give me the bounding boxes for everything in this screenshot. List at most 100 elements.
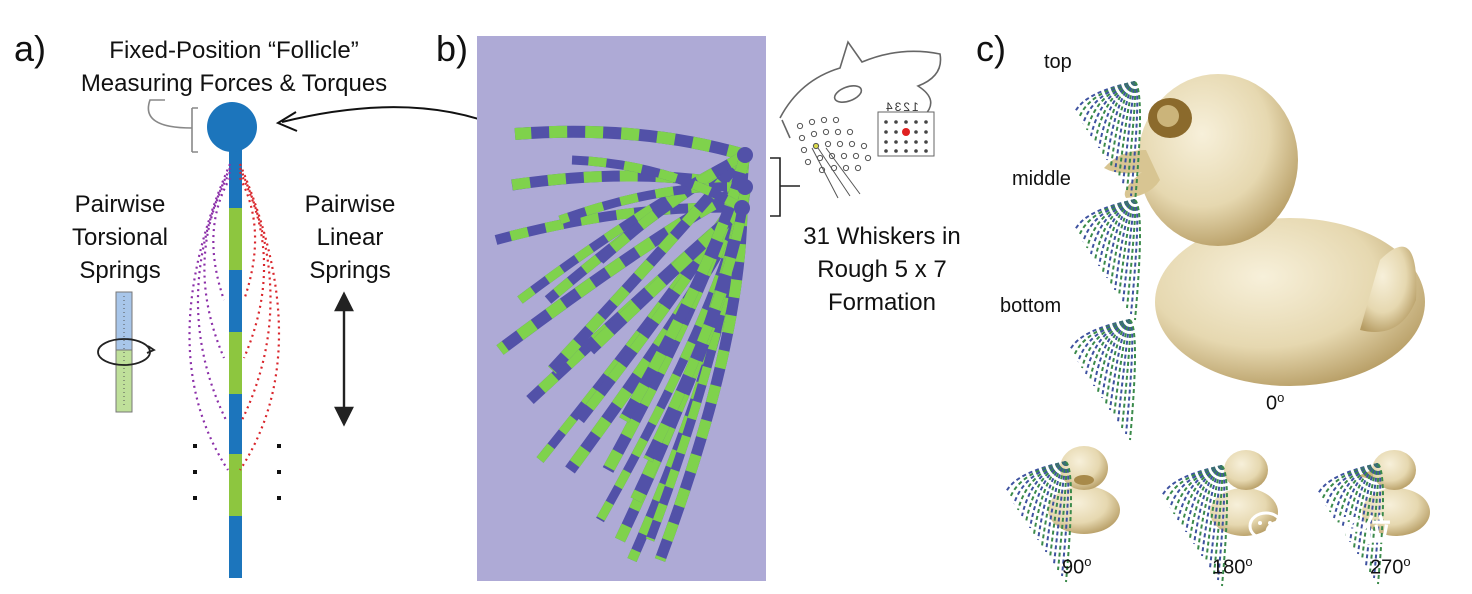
array-middle xyxy=(1074,199,1141,321)
follicle-bracket xyxy=(147,99,198,153)
small-whisker-strand xyxy=(1089,319,1131,381)
whisker-base-follicle xyxy=(737,179,753,195)
angle-180-value: 180 xyxy=(1212,556,1246,579)
small-whisker-strand xyxy=(1094,81,1136,143)
panel-a-letter: a) xyxy=(14,28,47,69)
small-whisker-strand xyxy=(1033,461,1067,535)
angle-label-0: 0o xyxy=(1266,386,1284,416)
rat-eye xyxy=(833,85,863,103)
small-whisker-strand xyxy=(1086,81,1136,131)
array-bottom xyxy=(1069,319,1136,441)
small-whisker-strand xyxy=(1341,463,1379,531)
whisker-strand-stripe xyxy=(565,205,748,474)
small-whisker-strand xyxy=(1090,81,1136,137)
whisker-formation-caption: 31 Whiskers in Rough 5 x 7 Formation xyxy=(782,220,982,319)
small-whisker-strand xyxy=(1094,199,1136,261)
small-whisker-strand xyxy=(1345,463,1379,537)
small-whisker-strand xyxy=(1025,461,1067,523)
small-whisker-strand xyxy=(1106,199,1136,279)
segment-4 xyxy=(229,332,242,394)
whisker-array xyxy=(494,125,753,563)
small-whisker-strand xyxy=(1037,461,1067,541)
segment-3 xyxy=(229,270,242,332)
array-top xyxy=(1074,81,1141,203)
torsional-springs xyxy=(188,163,232,471)
double-arrow-icon xyxy=(334,291,354,427)
angle-0-degree: o xyxy=(1277,390,1285,405)
small-whisker-strand xyxy=(1337,463,1379,525)
linear-label-line3: Springs xyxy=(309,257,391,284)
torsional-label-line2: Torsional xyxy=(71,224,169,251)
whisker-strand-stripe xyxy=(619,153,751,423)
watermark-text: 量子位 xyxy=(1302,514,1392,549)
small-whisker-arrays xyxy=(1005,81,1384,587)
torsional-springs-label: Pairwise Torsional Springs xyxy=(50,188,190,287)
angle-label-180: 180o xyxy=(1212,550,1253,580)
array-90 xyxy=(1005,461,1072,583)
selected-whisker-grid xyxy=(877,111,935,157)
whisker-strand-stripe xyxy=(517,150,748,304)
linear-label-line2: Linear xyxy=(316,224,384,251)
follicle-title-line2: Measuring Forces & Torques xyxy=(80,70,388,97)
small-whisker-strand xyxy=(1097,319,1131,393)
small-whisker-strand xyxy=(1090,199,1136,255)
small-whisker-strand xyxy=(1173,465,1223,515)
small-whisker-strand xyxy=(1377,463,1384,585)
segment-1 xyxy=(229,140,242,208)
whisker-strand-stripe xyxy=(585,203,746,355)
whisker-strand-stripe xyxy=(654,207,748,562)
small-whisker-strand xyxy=(1181,465,1223,527)
angle-90-value: 90 xyxy=(1062,556,1085,579)
torsional-label-line3: Springs xyxy=(79,257,161,284)
small-whisker-strand xyxy=(1029,461,1067,529)
small-whisker-strand xyxy=(1189,465,1223,539)
whisker-strand-stripe xyxy=(558,182,746,225)
small-whisker-strand xyxy=(1333,463,1379,519)
caption-line2: Rough 5 x 7 xyxy=(817,256,947,283)
array-label-top: top xyxy=(1044,51,1072,73)
torsional-label-line1: Pairwise xyxy=(74,191,166,218)
small-whisker-strand xyxy=(1086,199,1136,249)
angle-0-value: 0 xyxy=(1266,392,1278,415)
angle-270-value: 270 xyxy=(1370,556,1404,579)
array-label-bottom: bottom xyxy=(1000,295,1062,317)
segment-6 xyxy=(229,454,242,516)
duck-beak xyxy=(1104,150,1160,198)
whisker-base-follicle xyxy=(734,200,750,216)
angle-label-270: 270o xyxy=(1370,550,1411,580)
small-whisker-strand xyxy=(1085,319,1131,375)
small-whisker-strand xyxy=(1129,319,1136,441)
whisker-base-follicle xyxy=(737,147,753,163)
small-whisker-strand xyxy=(1106,81,1136,161)
small-whisker-strand xyxy=(1193,465,1223,545)
torsion-icon xyxy=(97,291,156,413)
array-270 xyxy=(1317,463,1384,585)
whisker-strand-stripe xyxy=(514,125,747,161)
whisker-pad-grid xyxy=(796,116,872,199)
panel-c-letter: c) xyxy=(976,28,1006,69)
pointer-arrowhead xyxy=(275,111,298,132)
small-whisker-strand xyxy=(1102,199,1136,273)
whisker-strand-stripe xyxy=(596,150,748,264)
small-whisker-strand xyxy=(1098,81,1136,149)
whisker-strand-stripe xyxy=(571,155,745,212)
small-whisker-strand xyxy=(1017,461,1067,511)
panel-b-letter: b) xyxy=(436,28,469,69)
small-whisker-strand xyxy=(1134,199,1141,321)
follicle-title-line1: Fixed-Position “Follicle” xyxy=(109,37,359,64)
caption-bracket xyxy=(770,157,800,217)
small-whisker-strand xyxy=(1185,465,1223,533)
caption-line3: Formation xyxy=(827,289,937,316)
angle-270-degree: o xyxy=(1403,554,1411,569)
small-whisker-strand xyxy=(1093,319,1131,387)
segment-2 xyxy=(229,208,242,270)
rat-head-outline xyxy=(779,40,942,119)
wechat-icon xyxy=(1248,511,1295,544)
ellipsis-dots xyxy=(193,444,281,500)
angle-90-degree: o xyxy=(1084,554,1092,569)
whisker-strand-stripe xyxy=(596,206,747,523)
